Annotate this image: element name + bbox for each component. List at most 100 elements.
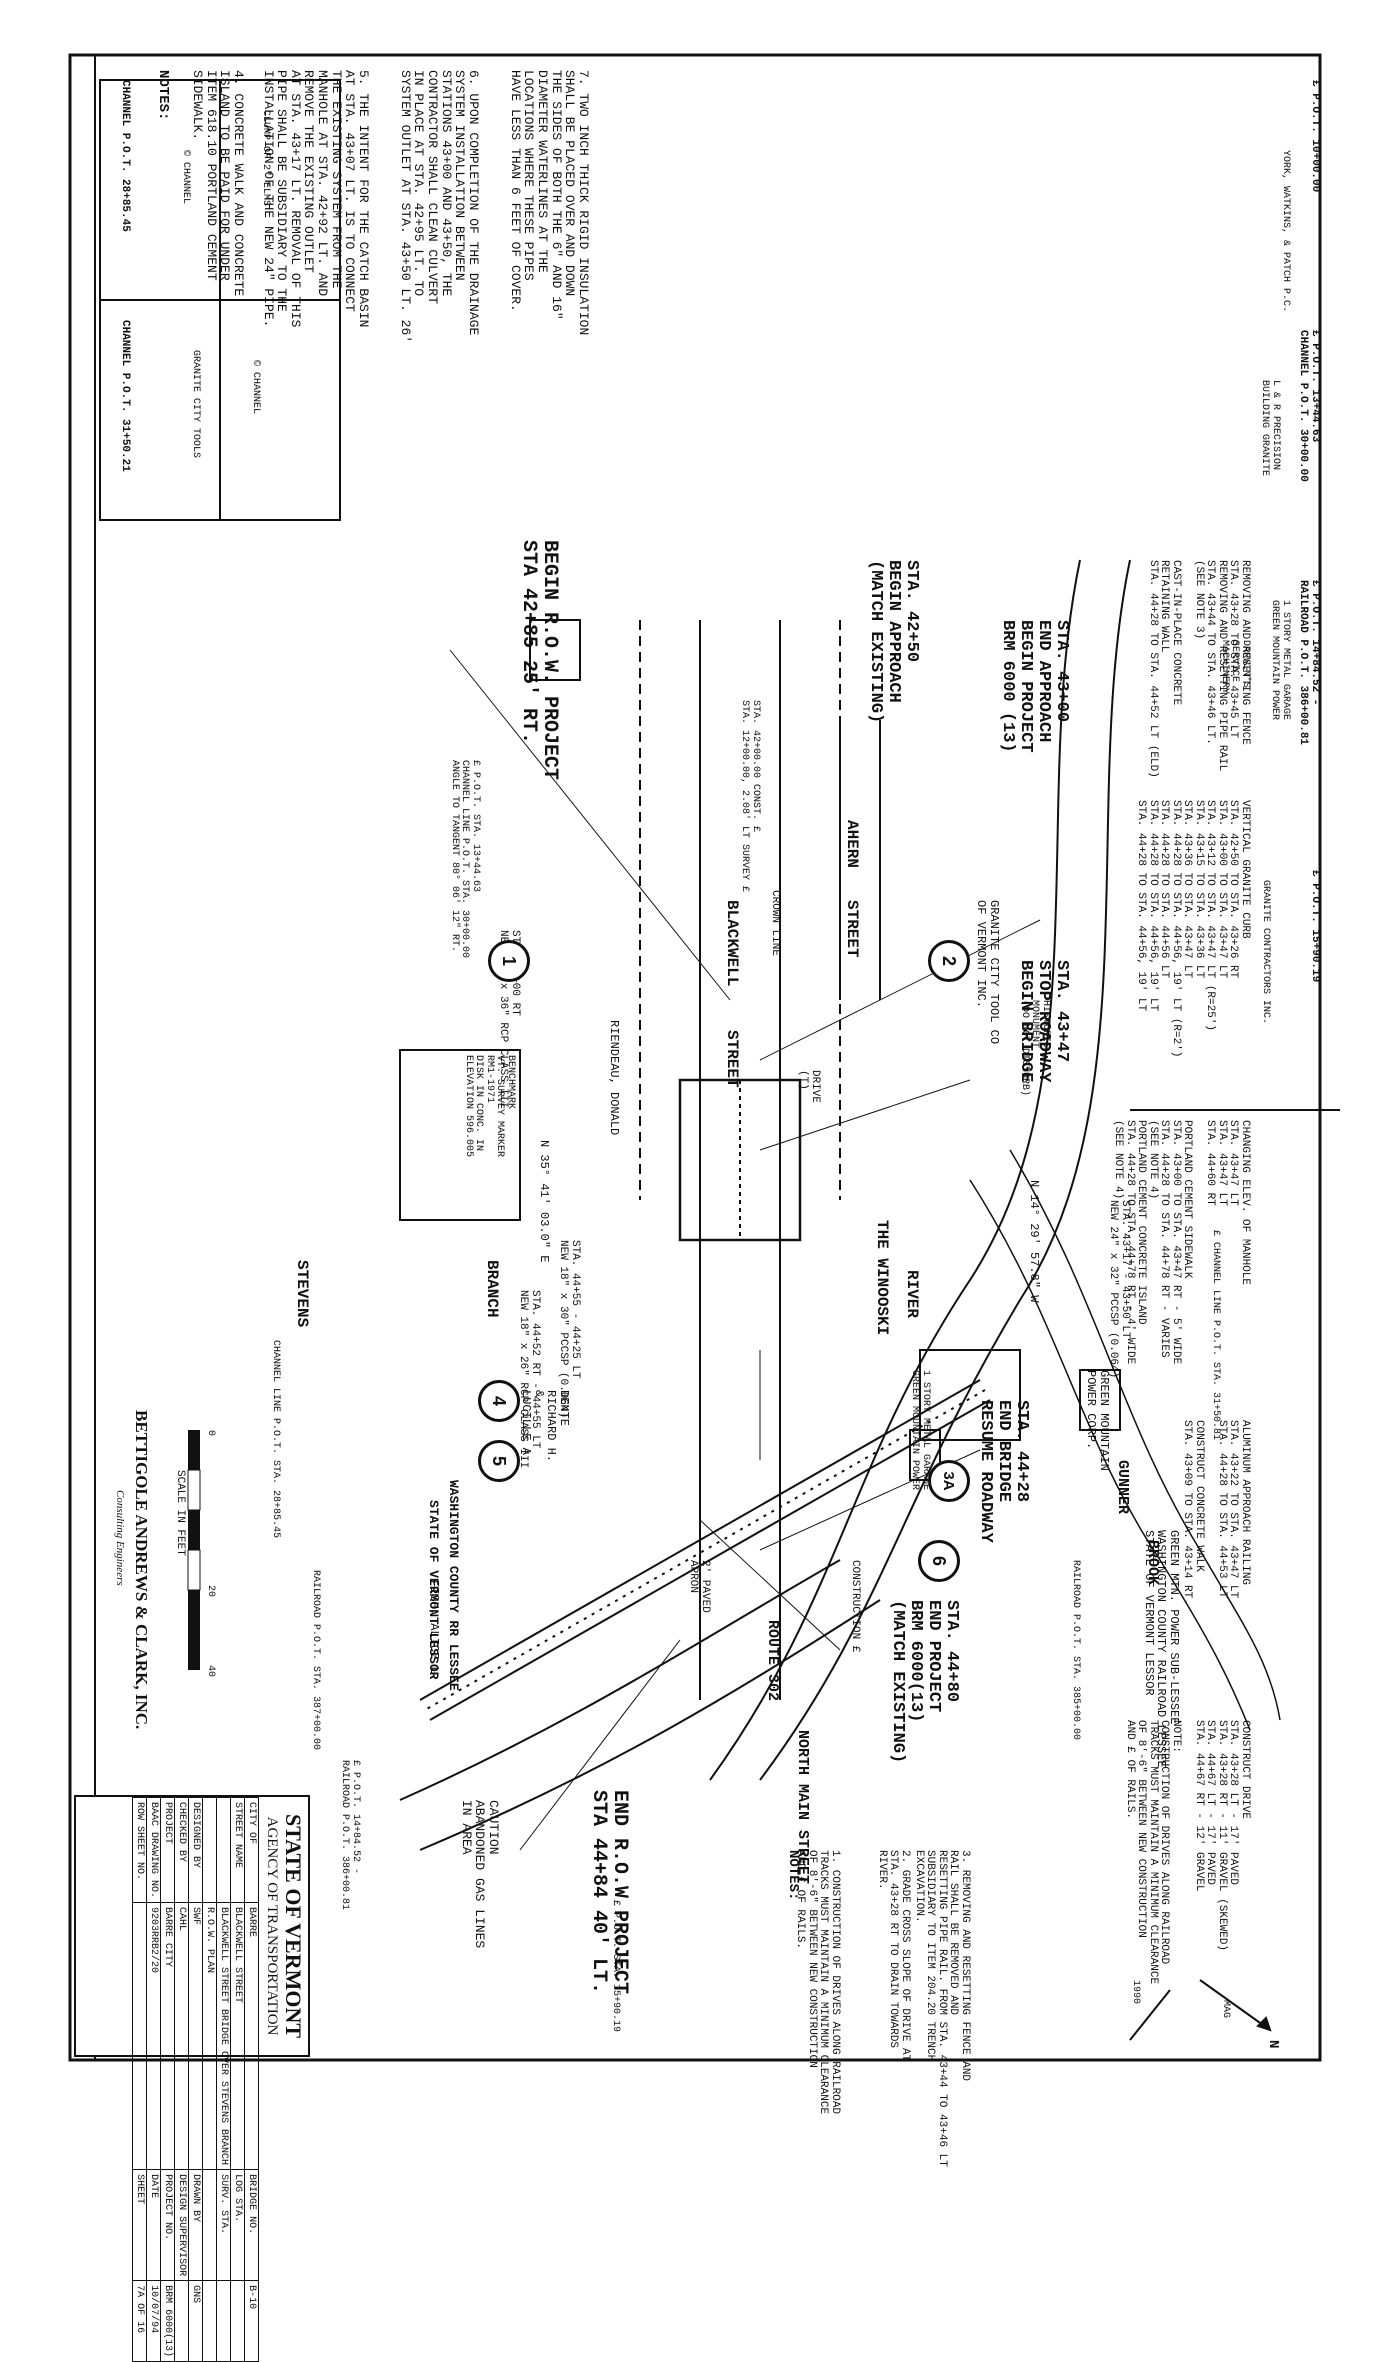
pipe-note-3: STA. 44+52 RT - 44+55 LT NEW 18" x 26" R… — [517, 1290, 541, 1469]
north-arrow-label: N — [1265, 2040, 1281, 2049]
label-begin-row: BEGIN R.O.W. PROJECT STA 42+85 25' RT. — [517, 540, 561, 781]
title-block-row: R.O.W. PLAN — [202, 1797, 217, 2362]
schedule-col-3: CHANGING ELEV. OF MANHOLE STA. 43+47 LT … — [1111, 1120, 1251, 1365]
note-right-1: 1. CONSTRUCTION OF DRIVES ALONG RAILROAD… — [794, 1850, 841, 2115]
schedule-col-1: REMOVING AND RESETTING FENCE STA. 43+28 … — [1146, 560, 1251, 778]
title-block-cell: ROW SHEET NO. — [132, 1797, 147, 1903]
label-sta-4250: STA. 42+50 BEGIN APPROACH (MATCH EXISTIN… — [866, 560, 921, 724]
title-block-cell: PROJECT NO. — [160, 2169, 175, 2281]
title-block-cell: SHEET — [132, 2169, 147, 2281]
title-block-cell: BLACKWELL STREET — [230, 1902, 245, 2170]
title-block: STATE OF VERMONT AGENCY OF TRANSPORTATIO… — [74, 1795, 310, 2362]
tie-title-2: CHANNEL P.O.T. 31+50.21 — [119, 320, 131, 472]
parcel-green-mountain: GREEN MOUNTAIN POWER CORP. — [1084, 1370, 1111, 1471]
parcel-circle-6: 6 — [918, 1540, 960, 1582]
brook-gunner: GUNNER — [1114, 1460, 1131, 1515]
title-block-cell: DESIGN SUPERVISOR — [174, 2169, 189, 2281]
schedule-col-5: CONSTRUCT DRIVE STA. 43+28 LT - 17' PAVE… — [1123, 1720, 1251, 1985]
tie-title-6: £ P.O.T. 15+90.19 — [1309, 870, 1321, 983]
schedule-col-4: ALUMINUM APPROACH RAILING STA. 43+22 TO … — [1181, 1420, 1251, 1605]
river-winooski: THE WINOOSKI — [873, 1220, 891, 1336]
note-right-3: 3. REMOVING AND RESETTING FENCE AND RAIL… — [912, 1850, 971, 2167]
tie-title-3: £ P.O.T. 10+00.00 — [1309, 80, 1321, 193]
tie-6-label: GRANITE CONTRACTORS INC. — [1260, 880, 1271, 1025]
label-sta-4480: STA. 44+80 END PROJECT BRM 6000(13) (MAT… — [888, 1600, 961, 1764]
title-block-cell: 10/07/94 — [146, 2280, 161, 2362]
street-ahern-suffix: STREET — [843, 900, 861, 958]
river-stevens: STEVENS — [293, 1260, 311, 1328]
river-winooski-suffix: RIVER — [903, 1270, 921, 1319]
owner-riendeau: RIENDEAU, DONALD — [607, 1020, 621, 1136]
pot-railroad-385: RAILROAD P.O.T. STA. 385+00.00 — [1070, 1560, 1081, 1741]
title-block-cell — [216, 1797, 231, 1903]
survey-note: STA. 42+00.00 CONST. £ STA. 12+00.00, 2.… — [739, 700, 762, 893]
schedule-col-2: VERTICAL GRANITE CURB STA. 42+50 TO STA.… — [1135, 800, 1251, 1058]
note-right-2: 2. GRADE CROSS SLOPE OF DRIVE AT STA. 43… — [875, 1850, 911, 2062]
label-caution: CAUTION ABANDONED GAS LINES IN AREA — [458, 1800, 501, 1949]
title-block-cell — [132, 1902, 147, 2170]
firm-subtitle: Consulting Engineers — [114, 1490, 126, 1586]
title-block-cell — [174, 2280, 189, 2362]
title-block-cell: CAHL — [174, 1902, 189, 2170]
parcel-granite-city: GRANITE CITY TOOL CO OF VERMONT INC. — [974, 900, 1001, 1045]
tie-title-4: £ P.O.T. 13+44.63 CHANNEL P.O.T. 30+00.0… — [1297, 330, 1321, 482]
pot-1484: £ P.O.T. 14+84.52 - RAILROAD P.O.T. 386+… — [339, 1760, 362, 1911]
title-block-cell — [202, 2169, 217, 2281]
construction-cl: CONSTRUCTION £ — [849, 1560, 861, 1653]
parcel-circle-5: 5 — [478, 1440, 520, 1482]
drive-label: DRIVE (T) — [797, 1070, 821, 1104]
title-block-cell: LOG STA. — [230, 2169, 245, 2281]
title-block-cell: 9203RRB2/20 — [146, 1902, 161, 2170]
title-state: STATE OF VERMONT — [281, 1813, 306, 2039]
note-left-4: 4. CONCRETE WALK AND CONCRETE ISLAND TO … — [190, 70, 246, 297]
pot-railroad-387: RAILROAD P.O.T. STA. 387+00.00 — [310, 1570, 321, 1751]
bearing-2: N 14° 29' 57.8" W — [1027, 1180, 1041, 1303]
scale-tick-20: 20 — [205, 1585, 216, 1598]
tie-2-label-a: GRANITE CITY TOOLS — [190, 350, 201, 459]
title-block-cell: BARRE — [244, 1902, 259, 2170]
lessee-washington: WASHINGTON COUNTY RR LESSEE — [446, 1480, 461, 1691]
river-branch: BRANCH — [483, 1260, 501, 1318]
title-block-cell — [216, 2280, 231, 2362]
title-block-cell: BRM 6000(13) — [160, 2280, 175, 2362]
street-blackwell-suffix: STREET — [723, 1030, 741, 1088]
mag-label: MAG — [1220, 2000, 1231, 2019]
tie-1-label-b: CLUMP OF 2" ELMS — [260, 110, 271, 207]
title-block-cell: BLACKWELL STREET BRIDGE OVER STEVENS BRA… — [216, 1902, 231, 2170]
title-block-cell: STREET NAME — [230, 1797, 245, 1903]
title-block-cell: B-10 — [244, 2280, 259, 2362]
label-sta-4428: STA. 44+28 END BRIDGE RESUME ROADWAY — [976, 1400, 1031, 1543]
note-left-5: 5. THE INTENT FOR THE CATCH BASIN AT STA… — [260, 70, 371, 328]
paved-apron: 2' PAVED APRON — [687, 1560, 711, 1613]
label-sta-4300: STA. 43+00 END APPROACH BEGIN PROJECT BR… — [998, 620, 1071, 753]
title-block-cell: DESIGNED BY — [188, 1797, 203, 1903]
sheet-border — [68, 53, 1322, 2062]
plan-linework — [68, 53, 1340, 2062]
scale-tick-0: 0 — [205, 1430, 216, 1437]
tie-title-1: CHANNEL P.O.T. 28+85.45 — [119, 80, 131, 232]
pot-angle: £ P.O.T. STA. 13+44.63 CHANNEL LINE P.O.… — [449, 760, 481, 959]
scale-bar — [187, 1430, 201, 1670]
title-block-cell: GNS — [188, 2280, 203, 2362]
title-block-cell: BARRE CITY — [160, 1902, 175, 2170]
drawing-sheet: NOTES: 4. CONCRETE WALK AND CONCRETE ISL… — [68, 53, 1340, 2362]
rotated-plan-sheet: NOTES: 4. CONCRETE WALK AND CONCRETE ISL… — [68, 53, 1340, 2362]
street-ahern: AHERN — [843, 820, 861, 869]
parcel-circle-4: 4 — [478, 1380, 520, 1422]
title-block-row: BLACKWELL STREET BRIDGE OVER STEVENS BRA… — [216, 1797, 231, 2362]
parcel-circle-2: 2 — [928, 940, 970, 982]
firm-name: BETTIGOLE ANDREWS & CLARK, INC. — [132, 1410, 151, 1730]
title-block-cell: SURV. STA. — [216, 2169, 231, 2281]
title-block-cell: DRAWN BY — [188, 2169, 203, 2281]
title-block-cell: DATE — [146, 2169, 161, 2281]
parcel-circle-1: 1 — [488, 940, 530, 982]
title-block-cell: CHECKED BY — [174, 1797, 189, 1903]
title-block-cell: BAAC DRAWING NO. — [146, 1797, 161, 1903]
